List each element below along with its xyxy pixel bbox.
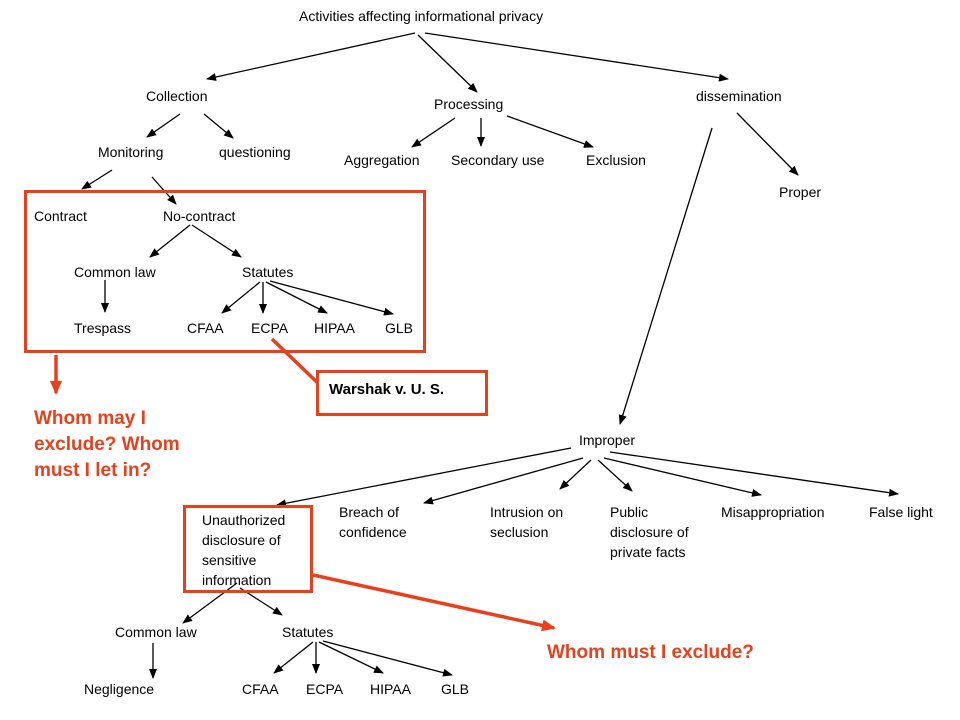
node-improper: Improper <box>579 432 636 448</box>
edge-collection-monitoring <box>146 113 181 138</box>
node-aggregation: Aggregation <box>344 152 420 168</box>
edge-statutes-glb <box>269 280 394 316</box>
leaf-cfaa-upper: CFAA <box>187 320 224 336</box>
edge-unauthorized-common-law <box>182 582 238 624</box>
edge-statutes-lower-cfaa <box>273 641 314 674</box>
edge-improper-intrusion <box>559 459 592 490</box>
node-false-light: False light <box>869 504 933 520</box>
edge-improper-public <box>597 459 633 492</box>
leaf-glb-upper: GLB <box>385 320 414 336</box>
connector-ecpa-to-case <box>270 337 324 389</box>
node-exclusion: Exclusion <box>586 152 646 168</box>
node-proper: Proper <box>779 184 822 200</box>
edge-statutes-lower-hipaa <box>318 641 384 674</box>
edge-no-contract-common-law <box>149 224 191 258</box>
node-breach-of-confidence: Breach of confidence <box>339 504 407 540</box>
highlight-monitoring-box <box>24 190 426 353</box>
node-intrusion-on-seclusion: Intrusion on seclusion <box>490 504 564 540</box>
edge-statutes-cfaa <box>221 281 261 314</box>
leaf-trespass: Trespass <box>74 320 132 336</box>
node-collection: Collection <box>146 88 208 104</box>
node-questioning: questioning <box>219 144 291 160</box>
leaf-cfaa-lower: CFAA <box>242 681 279 697</box>
leaf-hipaa-lower: HIPAA <box>370 681 411 697</box>
edge-collection-questioning <box>203 113 234 139</box>
edge-statutes-hipaa <box>265 281 328 314</box>
node-statutes-upper: Statutes <box>242 264 294 280</box>
node-common-law-upper: Common law <box>74 264 156 280</box>
node-processing: Processing <box>434 96 504 112</box>
edge-root-collection <box>206 32 416 81</box>
node-secondary-use: Secondary use <box>451 152 545 168</box>
node-unauthorized-disclosure: Unauthorized disclosure of sensitive inf… <box>202 512 286 588</box>
leaf-glb-lower: GLB <box>441 681 470 697</box>
leaf-ecpa-lower: ECPA <box>306 681 344 697</box>
question-must-exclude: Whom must I exclude? <box>547 642 754 663</box>
leaf-hipaa-upper: HIPAA <box>314 320 355 336</box>
edge-processing-aggregation <box>411 117 456 148</box>
edge-improper-false-light <box>609 451 899 497</box>
node-dissemination: dissemination <box>696 88 782 104</box>
root-node: Activities affecting informational priva… <box>299 8 544 24</box>
node-no-contract: No-contract <box>163 208 236 224</box>
node-misappropriation: Misappropriation <box>721 504 825 520</box>
node-common-law-lower: Common law <box>115 624 197 640</box>
case-callout: Warshak v. U. S. <box>316 370 488 416</box>
edge-root-processing <box>417 34 478 93</box>
leaf-negligence: Negligence <box>84 681 155 697</box>
arrow-unauthorized-to-question <box>312 573 556 632</box>
edge-root-dissemination <box>424 32 729 82</box>
edge-no-contract-statutes <box>191 224 242 258</box>
question-exclude-or-let-in: Whom may I exclude? Whom must I let in? <box>34 408 180 481</box>
highlight-unauthorized-box <box>183 505 313 593</box>
node-statutes-lower: Statutes <box>282 624 334 640</box>
edge-improper-unauthorized <box>276 447 572 508</box>
edge-dissemination-proper <box>736 112 799 176</box>
edge-monitoring-contract <box>81 169 113 190</box>
node-contract: Contract <box>34 208 87 224</box>
leaf-ecpa-upper: ECPA <box>251 320 289 336</box>
edge-improper-misappropriation <box>603 457 762 497</box>
node-monitoring: Monitoring <box>98 144 164 160</box>
edge-statutes-lower-glb <box>322 640 453 677</box>
edge-processing-exclusion <box>506 115 594 148</box>
edge-improper-breach <box>423 457 584 505</box>
edge-dissemination-improper <box>618 127 713 425</box>
node-public-disclosure: Public disclosure of private facts <box>610 504 689 560</box>
